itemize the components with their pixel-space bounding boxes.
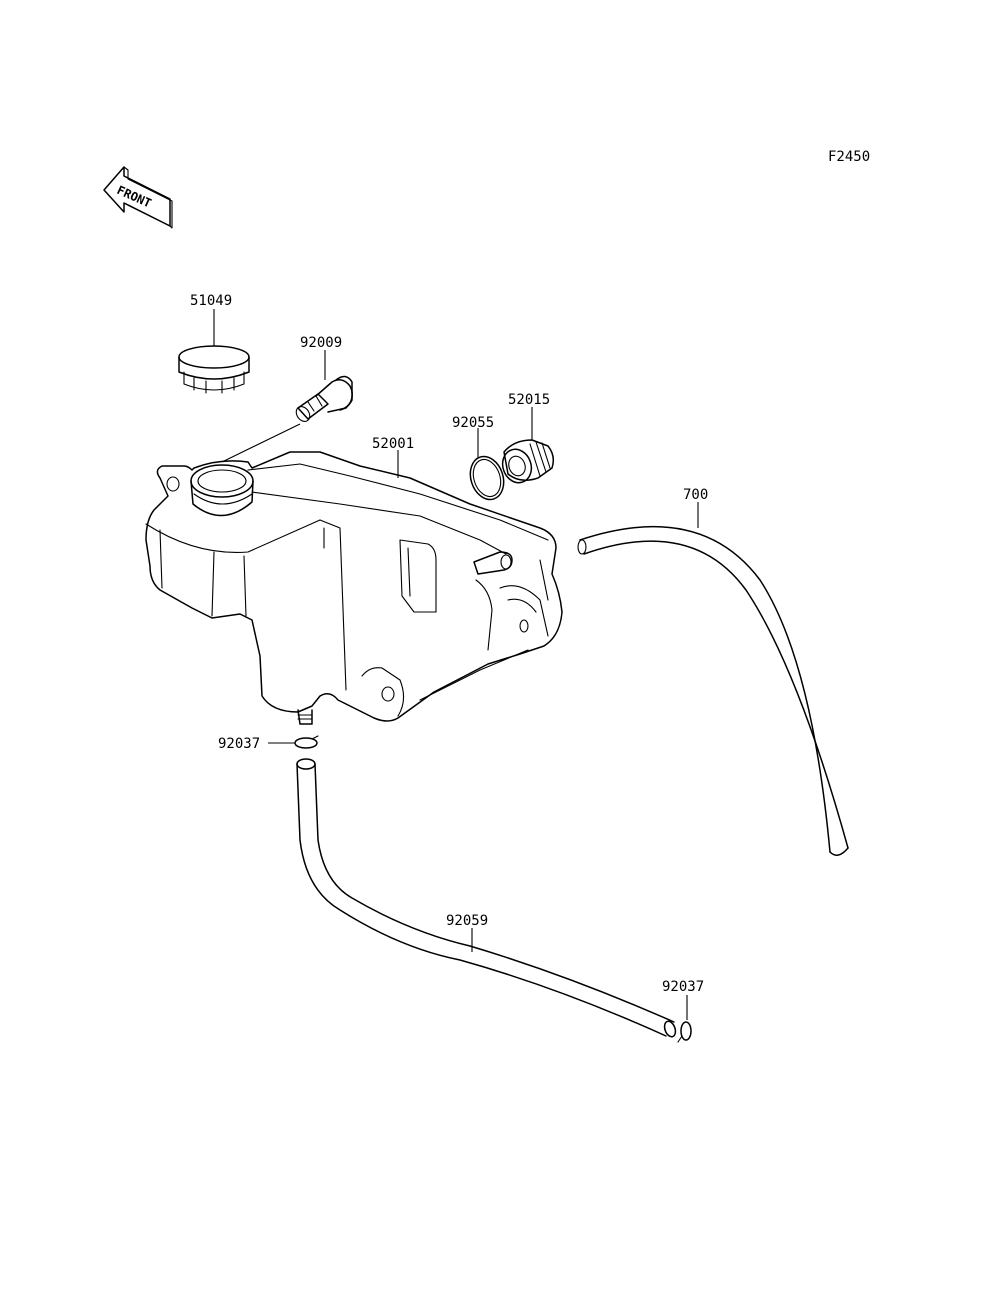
fitting-part (295, 375, 353, 422)
cap-plug-part (501, 439, 555, 484)
part-label-drain-hose: 92059 (446, 913, 488, 929)
part-label-o-ring: 92055 (452, 415, 494, 431)
front-arrow-icon: FRONT (103, 166, 173, 229)
part-label-fitting: 92009 (300, 335, 342, 351)
figure-code: F2450 (828, 149, 870, 165)
part-label-overflow-hose: 700 (683, 487, 708, 503)
tank-part (145, 451, 563, 725)
o-ring-part (469, 455, 505, 501)
part-label-cap-plug: 52015 (508, 392, 550, 408)
part-label-tank: 52001 (372, 436, 414, 452)
overflow-hose-part (577, 525, 849, 856)
part-label-cap: 51049 (190, 293, 232, 309)
part-label-clamp-upper: 92037 (218, 736, 260, 752)
clamp-upper-part (294, 735, 319, 749)
part-label-clamp-lower: 92037 (662, 979, 704, 995)
clamp-lower-part (677, 1021, 692, 1043)
drain-hose-part (296, 758, 677, 1038)
cap-part (178, 345, 250, 394)
